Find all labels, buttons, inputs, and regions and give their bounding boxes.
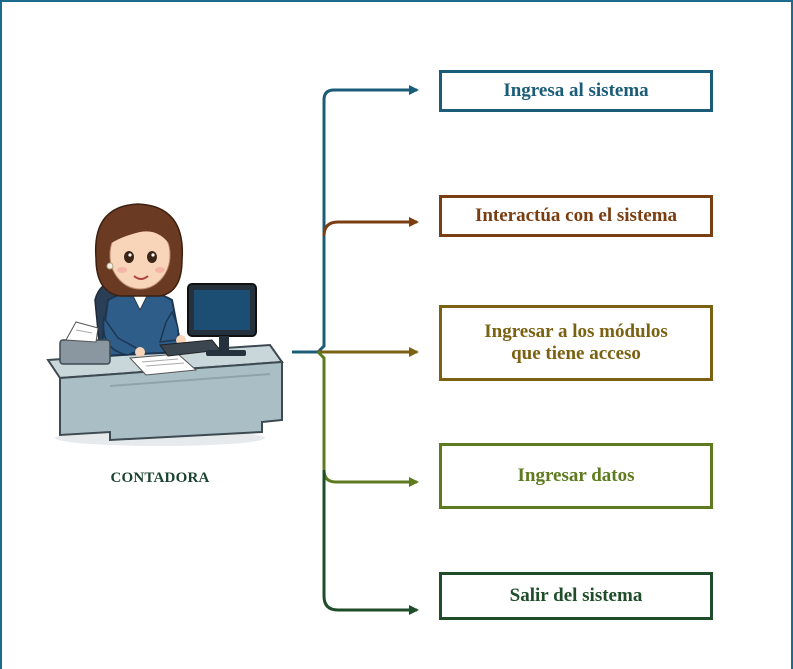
action-label-datos: Ingresar datos — [517, 465, 635, 486]
action-box-ingresa: Ingresa al sistema — [439, 70, 713, 112]
action-box-modulos: Ingresar a los módulos que tiene acceso — [439, 305, 713, 381]
action-label-modulos: Ingresar a los módulos que tiene acceso — [484, 321, 668, 364]
action-label-interactua: Interactúa con el sistema — [474, 205, 678, 226]
action-box-salir: Salir del sistema — [439, 572, 713, 620]
action-box-interactua: Interactúa con el sistema — [439, 195, 713, 237]
connector-branch-5 — [322, 470, 419, 615]
action-label-salir: Salir del sistema — [509, 585, 643, 606]
action-label-ingresa: Ingresa al sistema — [503, 80, 649, 101]
role-label: CONTADORA — [110, 470, 210, 486]
action-box-datos: Ingresar datos — [439, 443, 713, 509]
connector-branch-1 — [316, 85, 419, 354]
connector-branch-2 — [322, 217, 419, 237]
